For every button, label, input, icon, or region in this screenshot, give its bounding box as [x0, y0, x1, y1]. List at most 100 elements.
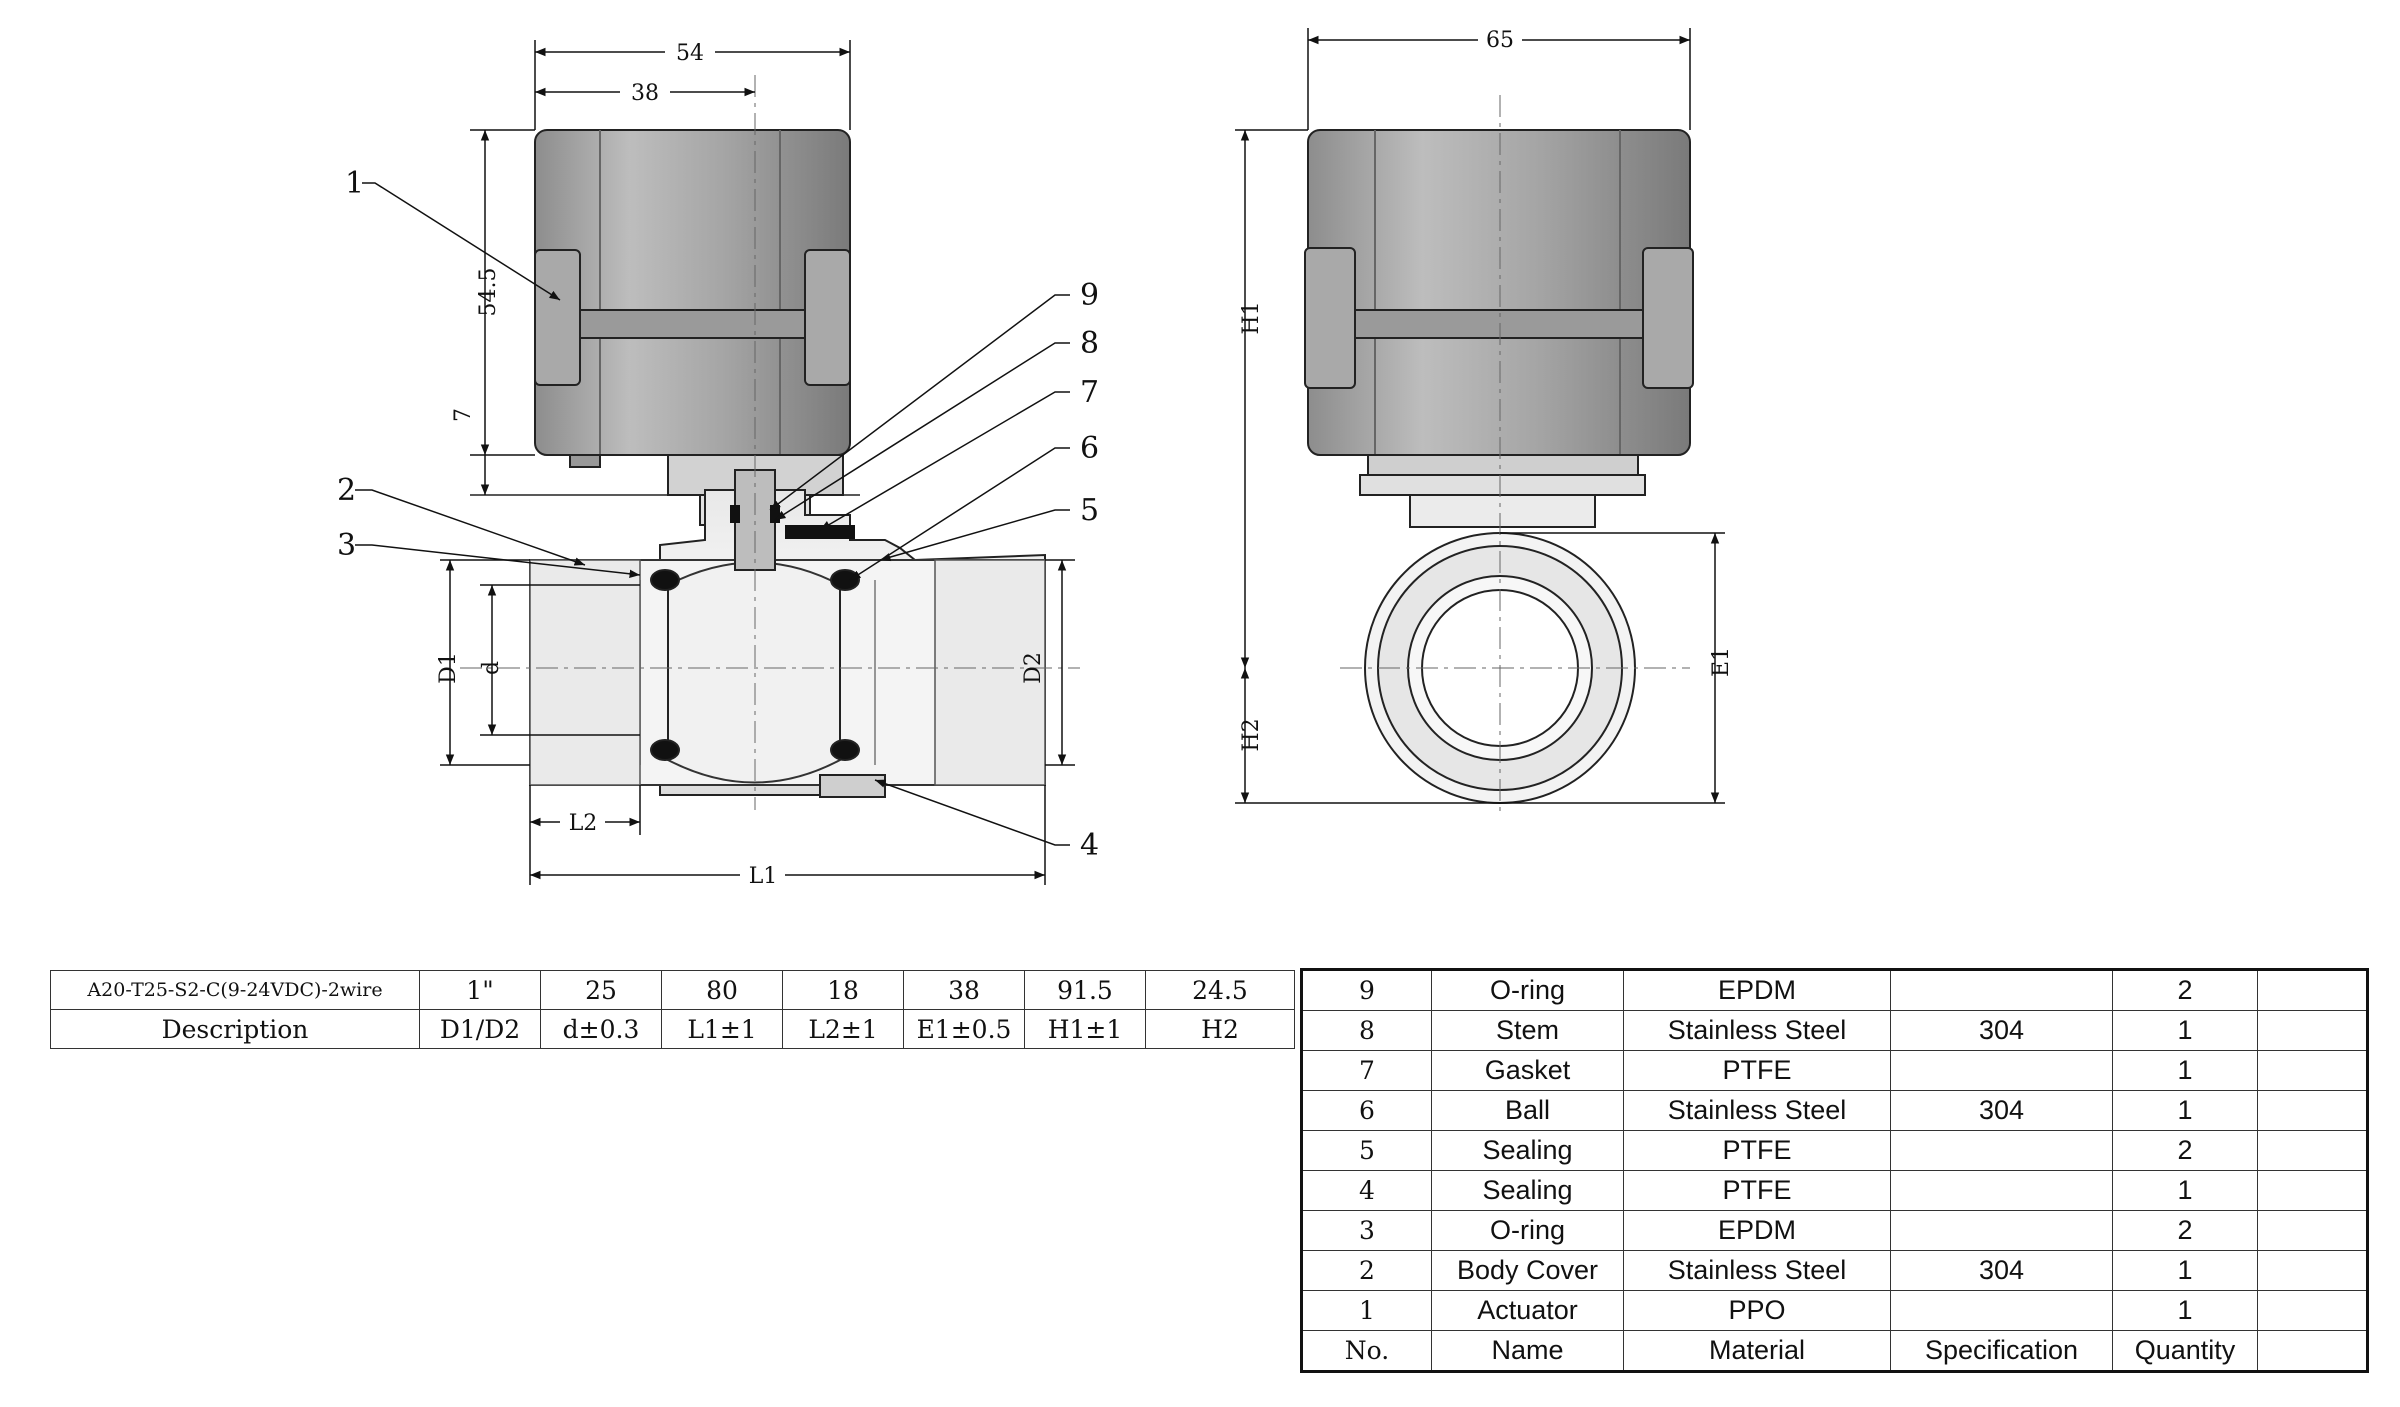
- dim-center-offset: 38: [631, 81, 659, 106]
- technical-drawing: 54 38 54.5 7 D1 d D2 L2 L1 1 2 3 4 5 6 7…: [337, 27, 1734, 889]
- part-qty: 2: [2112, 969, 2258, 1011]
- blank-cell: [2257, 1330, 2368, 1372]
- spec-cell: 1": [419, 970, 541, 1010]
- part-material: Stainless Steel: [1623, 1250, 1891, 1291]
- part-spec: [1890, 1170, 2113, 1211]
- dim-side-width: 65: [1486, 28, 1514, 53]
- ball: [667, 561, 841, 784]
- part-spec: [1890, 1130, 2113, 1171]
- spec-label: H1±1: [1024, 1009, 1146, 1049]
- part-qty: 1: [2112, 1010, 2258, 1051]
- part-qty: 2: [2112, 1130, 2258, 1171]
- spec-label: d±0.3: [540, 1009, 662, 1049]
- spec-cell: 91.5: [1024, 970, 1146, 1010]
- callout-numbers: 1 2 3 4 5 6 7 8 9: [337, 166, 1099, 863]
- part-no: 1: [1301, 1290, 1432, 1331]
- spec-row-values: A20-T25-S2-C(9-24VDC)-2wire 1" 25 80 18 …: [50, 970, 1295, 1010]
- dim-l2: L2: [569, 811, 598, 836]
- side-body: [1364, 532, 1636, 804]
- callout-9: 9: [1080, 278, 1099, 313]
- blank-cell: [2257, 1210, 2368, 1251]
- dim-d1: D1: [436, 652, 461, 684]
- blank-cell: [2257, 1290, 2368, 1331]
- callout-2: 2: [337, 473, 356, 508]
- spec-label: L2±1: [782, 1009, 904, 1049]
- part-spec: [1890, 1210, 2113, 1251]
- dim-l1: L1: [749, 864, 778, 889]
- callout-8: 8: [1080, 326, 1099, 361]
- spec-label: H2: [1145, 1009, 1295, 1049]
- part-spec: [1890, 969, 2113, 1011]
- ball-seals: [650, 569, 860, 761]
- side-view: [1304, 95, 1694, 815]
- front-view-dimension-labels: 54 38 54.5 7 D1 d D2 L2 L1: [436, 40, 1046, 889]
- dim-h2: H2: [1239, 718, 1264, 751]
- bottom-lug: [819, 774, 886, 798]
- spec-cell: 24.5: [1145, 970, 1295, 1010]
- part-name: Sealing: [1431, 1170, 1624, 1211]
- part-qty: 2: [2112, 1210, 2258, 1251]
- dim-d: d: [479, 661, 504, 675]
- callout-1: 1: [345, 166, 364, 201]
- callout-7: 7: [1080, 375, 1099, 410]
- part-name: Sealing: [1431, 1130, 1624, 1171]
- part-material: Stainless Steel: [1623, 1090, 1891, 1131]
- side-actuator: [1304, 129, 1694, 456]
- part-qty: 1: [2112, 1250, 2258, 1291]
- dim-overall-width: 54: [676, 41, 704, 66]
- part-no: 4: [1301, 1170, 1432, 1211]
- part-material: PTFE: [1623, 1130, 1891, 1171]
- blank-cell: [2257, 1090, 2368, 1131]
- part-name: Stem: [1431, 1010, 1624, 1051]
- part-qty: 1: [2112, 1050, 2258, 1091]
- dim-h1: H1: [1239, 301, 1264, 334]
- blank-cell: [2257, 1130, 2368, 1171]
- dim-d2: D2: [1021, 652, 1046, 684]
- part-material: Material: [1623, 1330, 1891, 1372]
- part-name: Ball: [1431, 1090, 1624, 1131]
- part-qty: 1: [2112, 1090, 2258, 1131]
- spec-cell: 80: [661, 970, 783, 1010]
- dim-bracket-height: 7: [451, 408, 476, 422]
- blank-cell: [2257, 1010, 2368, 1051]
- part-no: 5: [1301, 1130, 1432, 1171]
- part-spec: [1890, 1290, 2113, 1331]
- front-view-dimensions: [440, 40, 1075, 885]
- spec-model: A20-T25-S2-C(9-24VDC)-2wire: [50, 970, 420, 1010]
- spec-cell: 38: [903, 970, 1025, 1010]
- dim-e1: E1: [1709, 647, 1734, 677]
- part-no: 9: [1301, 969, 1432, 1011]
- blank-cell: [2257, 1050, 2368, 1091]
- part-no: 3: [1301, 1210, 1432, 1251]
- part-qty: 1: [2112, 1290, 2258, 1331]
- part-spec: 304: [1890, 1250, 2113, 1291]
- dim-actuator-height: 54.5: [476, 268, 501, 317]
- spec-cell: 18: [782, 970, 904, 1010]
- part-no: 2: [1301, 1250, 1432, 1291]
- part-no: 8: [1301, 1010, 1432, 1051]
- part-name: O-ring: [1431, 1210, 1624, 1251]
- side-view-dimension-labels: 65 H1 H2 E1: [1239, 27, 1734, 752]
- side-view-dimensions: [1235, 28, 1725, 804]
- part-material: PTFE: [1623, 1050, 1891, 1091]
- part-spec: 304: [1890, 1010, 2113, 1051]
- callout-leaders: [355, 182, 1070, 846]
- part-name: O-ring: [1431, 969, 1624, 1011]
- part-qty: 1: [2112, 1170, 2258, 1211]
- callout-3: 3: [337, 528, 356, 563]
- part-name: Gasket: [1431, 1050, 1624, 1091]
- part-spec: Specification: [1890, 1330, 2113, 1372]
- front-view: [460, 75, 1080, 810]
- part-no: 7: [1301, 1050, 1432, 1091]
- spec-table: A20-T25-S2-C(9-24VDC)-2wire 1" 25 80 18 …: [50, 970, 1295, 1049]
- part-spec: [1890, 1050, 2113, 1091]
- part-no: 6: [1301, 1090, 1432, 1131]
- side-bracket: [1359, 454, 1646, 528]
